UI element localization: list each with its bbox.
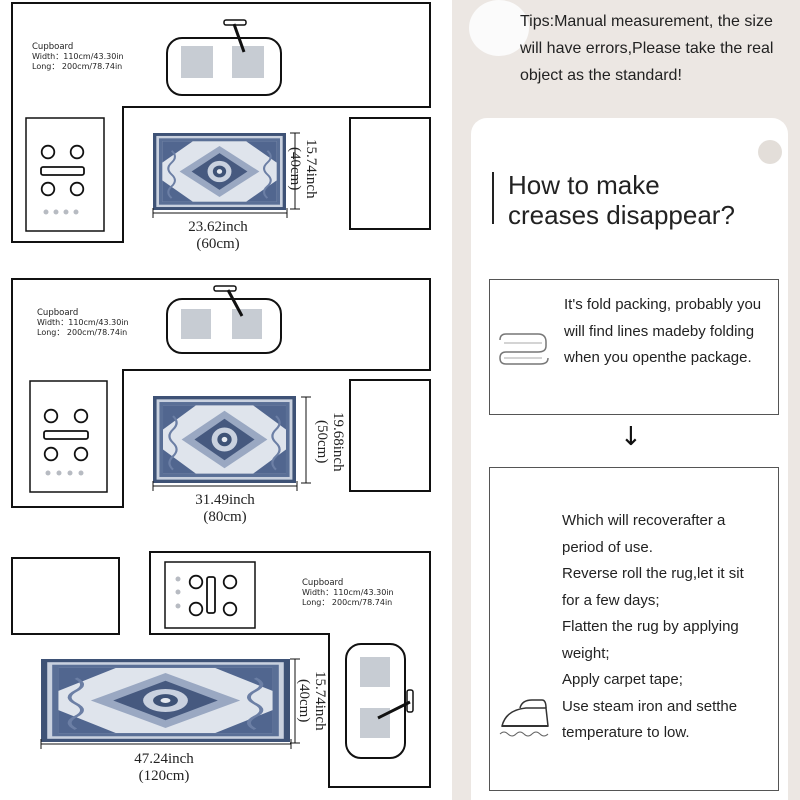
kitchen-outline-2	[11, 278, 431, 508]
cupboard-long: Long： 200cm/78.74in	[302, 598, 393, 607]
sink-icon	[166, 298, 282, 354]
rug-width-label: 31.49inch (80cm)	[165, 492, 285, 526]
tip-line: Apply carpet tape;	[562, 671, 683, 688]
faucet-icon	[377, 689, 414, 720]
rug-width-cm: (120cm)	[138, 768, 190, 784]
folded-rug-icon	[499, 333, 549, 365]
stove-burner-icon	[43, 408, 89, 476]
faucet-icon	[223, 19, 247, 53]
cupboard-width: Width：110cm/43.30in	[37, 318, 129, 327]
sink-icon	[345, 643, 406, 759]
tip-line: Which will recoverafter a	[562, 512, 726, 529]
rug-height-cm: (50cm)	[314, 420, 330, 464]
rug-height-cm: (40cm)	[287, 147, 303, 191]
cupboard-long: Long： 200cm/78.74in	[32, 62, 123, 71]
cupboard-spec-2: Cupboard Width：110cm/43.30in Long： 200cm…	[37, 308, 162, 338]
sink-basin-left	[181, 46, 213, 78]
persian-rug-image	[153, 396, 296, 483]
rug-height-label: 15.74inch(40cm)	[287, 125, 319, 213]
fold-packing-text: It's fold packing, probably you will fin…	[564, 296, 762, 366]
kitchen-outline-1	[11, 2, 431, 243]
rug-width-inch: 23.62inch	[188, 219, 248, 235]
width-dimension-line	[152, 208, 288, 218]
sink-icon	[166, 37, 282, 96]
rug-width-label: 23.62inch (60cm)	[158, 219, 278, 253]
tips-text: Tips:Manual measurement, the size will h…	[520, 13, 774, 84]
sink-basin-right	[232, 309, 262, 339]
tip-line: weight;	[562, 644, 610, 662]
decorative-circle	[469, 0, 529, 56]
tip-line: period of use.	[562, 538, 653, 556]
height-dimension-line	[290, 658, 300, 744]
persian-rug-image	[153, 133, 286, 210]
heading-bar	[492, 172, 494, 224]
tip-line: temperature to low.	[562, 724, 690, 741]
rug-height-cm: (40cm)	[296, 679, 312, 723]
recovery-tips-box: Which will recoverafter a period of use.…	[489, 467, 779, 791]
card-hole-decoration	[758, 140, 782, 164]
section-heading: How to make creases disappear?	[508, 170, 788, 230]
rug-height-inch: 15.74inch	[312, 671, 328, 731]
cupboard-title: Cupboard	[302, 578, 344, 588]
rug-width-inch: 47.24inch	[134, 751, 194, 767]
cupboard-title: Cupboard	[37, 308, 79, 318]
cupboard-long: Long： 200cm/78.74in	[37, 328, 128, 337]
recovery-tips-list: Which will recoverafter a period of use.…	[562, 508, 772, 747]
tip-line: Reverse roll the rug,let it sit	[562, 565, 744, 582]
cupboard-spec-1: Cupboard Width：110cm/43.30in Long： 200cm…	[32, 42, 157, 72]
fold-packing-box: It's fold packing, probably you will fin…	[489, 279, 779, 415]
down-arrow-icon: ↓	[620, 422, 642, 452]
rug-height-label: 19.68inch(50cm)	[314, 398, 346, 486]
steam-iron-icon	[499, 699, 549, 737]
persian-rug-image	[41, 659, 290, 742]
faucet-icon	[213, 285, 244, 317]
sink-basin-right	[232, 46, 264, 78]
tip-line: Use steam iron and setthe	[562, 697, 738, 715]
sink-basin-left	[181, 309, 211, 339]
heading-line-2: creases disappear?	[508, 200, 735, 230]
sink-basin-top	[360, 657, 390, 687]
tip-line: Flatten the rug by applying	[562, 618, 739, 635]
rug-height-inch: 19.68inch	[330, 412, 346, 472]
kitchen-outline-3	[11, 551, 431, 788]
cupboard-width: Width：110cm/43.30in	[302, 588, 394, 597]
width-dimension-line	[152, 481, 298, 491]
tip-line: for a few days;	[562, 591, 660, 609]
height-dimension-line	[290, 132, 300, 210]
rug-width-label: 47.24inch (120cm)	[104, 751, 224, 785]
stove-burner-icon	[40, 144, 85, 215]
cupboard-title: Cupboard	[32, 42, 74, 52]
heading-line-1: How to make	[508, 170, 660, 200]
kitchen-layouts-panel: Cupboard Width：110cm/43.30in Long： 200cm…	[11, 2, 431, 788]
cupboard-spec-3: Cupboard Width：110cm/43.30in Long： 200cm…	[302, 578, 427, 608]
cupboard-width: Width：110cm/43.30in	[32, 52, 124, 61]
width-dimension-line	[40, 739, 292, 749]
rug-width-cm: (60cm)	[196, 236, 240, 252]
rug-height-inch: 15.74inch	[303, 139, 319, 199]
height-dimension-line	[301, 396, 311, 484]
rug-height-label: 15.74inch(40cm)	[296, 657, 328, 745]
stove-burner-icon	[175, 574, 238, 617]
rug-width-cm: (80cm)	[203, 509, 247, 525]
rug-width-inch: 31.49inch	[195, 492, 255, 508]
